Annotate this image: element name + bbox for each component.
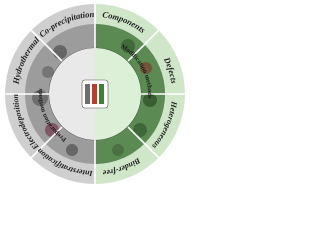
schematic-figure: Hydrothermal Co-precipitation Electrodep… xyxy=(0,0,190,189)
inner-ring-right xyxy=(95,48,141,140)
circular-diagram: Hydrothermal Co-precipitation Electrodep… xyxy=(5,4,185,184)
center-emblem xyxy=(81,79,109,109)
sector-separators xyxy=(5,4,185,184)
inner-ring-left xyxy=(49,48,95,140)
